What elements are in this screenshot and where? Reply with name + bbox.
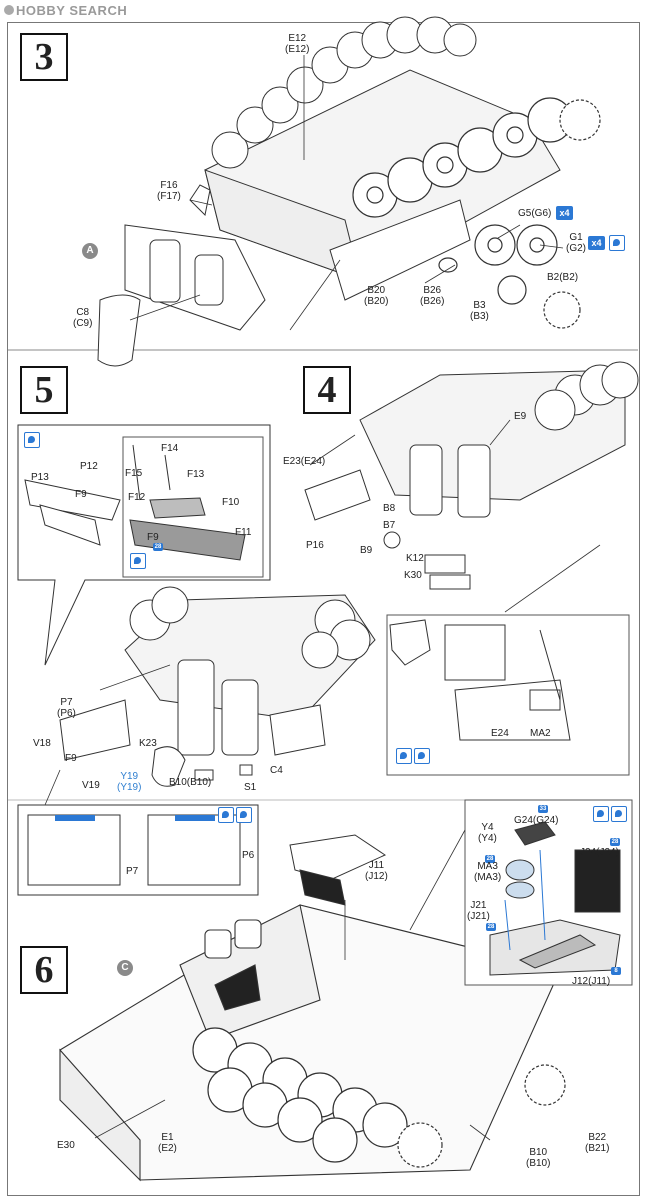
label-j11: J11 (J12): [365, 860, 388, 882]
label-b22: B22 (B21): [585, 1132, 610, 1154]
label-f14: F14: [161, 443, 179, 454]
step-number-3: 3: [20, 33, 68, 81]
step5-inset-box: [17, 424, 271, 666]
ref-badge-5: 8: [611, 967, 621, 975]
label-ma2: MA2: [530, 728, 551, 739]
step5-hull: [59, 586, 376, 787]
qty-badge-g5: x4: [556, 206, 573, 220]
glue-icon: [24, 432, 40, 448]
label-v19: V19: [82, 780, 100, 791]
label-f9-inset: F9: [75, 489, 87, 500]
label-p7-detail: P7: [126, 866, 139, 877]
label-b9: B9: [360, 545, 373, 556]
watermark-logo: HOBBY SEARCH: [4, 3, 156, 19]
paint-icon: [218, 807, 234, 823]
page-border: [7, 22, 640, 1196]
cement-icon: [414, 748, 430, 764]
label-e23: E23(E24): [283, 456, 326, 467]
ref-badge-4: 28: [486, 923, 496, 931]
qty-badge-g1: x4: [588, 236, 605, 250]
label-b20: B20 (B20): [364, 285, 389, 307]
ref-badge-2: 28: [610, 838, 620, 846]
step4-inset: [386, 544, 630, 776]
label-b10-step6: B10 (B10): [526, 1147, 551, 1169]
label-f9-inset-b: F9: [147, 532, 159, 543]
label-g24: G24(G24): [514, 815, 559, 826]
label-c8: C8 (C9): [73, 307, 93, 329]
label-f13: F13: [187, 469, 205, 480]
label-p13: P13: [31, 472, 49, 483]
label-g5: G5(G6): [518, 208, 552, 219]
cement-icon-2: [593, 806, 609, 822]
label-k30: K30: [404, 570, 422, 581]
label-j12: J12(J11): [572, 976, 611, 987]
step3-wheels-back: [211, 16, 477, 169]
step-number-4: 4: [303, 366, 351, 414]
label-b3: B3 (B3): [470, 300, 489, 322]
rotate-icon: [609, 235, 625, 251]
label-b10: B10(B10): [169, 777, 212, 788]
step3-wheels-front: [352, 97, 601, 218]
label-f9: F9: [65, 753, 77, 764]
step3-leaders: [129, 55, 564, 331]
label-v18: V18: [33, 738, 51, 749]
label-f16: F16 (F17): [157, 180, 181, 202]
label-p6-detail: P6: [242, 850, 255, 861]
step-number-5: 5: [20, 366, 68, 414]
step6-roadwheels: [192, 1027, 566, 1168]
label-b7: B7: [383, 520, 396, 531]
ref-badge-step5-inset: 28: [153, 543, 163, 551]
step-number-6: 6: [20, 946, 68, 994]
label-f15: F15: [125, 468, 143, 479]
label-s1: S1: [244, 782, 257, 793]
marker-a: A: [82, 243, 98, 259]
step4-hull: [304, 361, 639, 590]
label-e24: E24: [491, 728, 509, 739]
label-f10: F10: [222, 497, 240, 508]
glue-icon-3: [396, 748, 412, 764]
label-e1: E1 (E2): [158, 1132, 177, 1154]
label-j21: J21 (J21): [467, 900, 490, 922]
marker-c: C: [117, 960, 133, 976]
label-g1: G1 (G2): [566, 232, 586, 254]
step3-loose-wheels: [438, 224, 581, 329]
label-b26: B26 (B26): [420, 285, 445, 307]
glue-icon-2: [130, 553, 146, 569]
ref-badge-3: 28: [485, 855, 495, 863]
label-y4: Y4 (Y4): [478, 822, 497, 844]
label-p7: P7 (P6): [57, 697, 76, 719]
label-b2: B2(B2): [547, 272, 579, 283]
step6-upper: [94, 834, 491, 1141]
step3-parts: [97, 184, 266, 367]
p7-p6-callout: [17, 769, 259, 896]
label-e12: E12 (E12): [285, 33, 310, 55]
label-k23: K23: [139, 738, 157, 749]
label-p12: P12: [80, 461, 98, 472]
label-k12: K12: [406, 553, 424, 564]
label-c4: C4: [270, 765, 283, 776]
label-f12: F12: [128, 492, 146, 503]
step6-inset: [409, 799, 633, 986]
label-f11: F11: [235, 527, 252, 538]
label-j24: J24(J24): [580, 847, 619, 858]
glue-icon-4: [236, 807, 252, 823]
label-e9: E9: [514, 411, 527, 422]
label-b8: B8: [383, 503, 396, 514]
ref-badge-1: 33: [538, 805, 548, 813]
label-ma3: MA3 (MA3): [474, 861, 502, 883]
label-y19: Y19 (Y19): [117, 771, 142, 793]
step6-hull: [59, 904, 561, 1182]
label-e30: E30: [57, 1140, 75, 1151]
glue-icon-5: [611, 806, 627, 822]
watermark-text: HOBBY SEARCH: [16, 3, 128, 18]
label-p16: P16: [306, 540, 324, 551]
watermark-icon: [4, 5, 14, 15]
